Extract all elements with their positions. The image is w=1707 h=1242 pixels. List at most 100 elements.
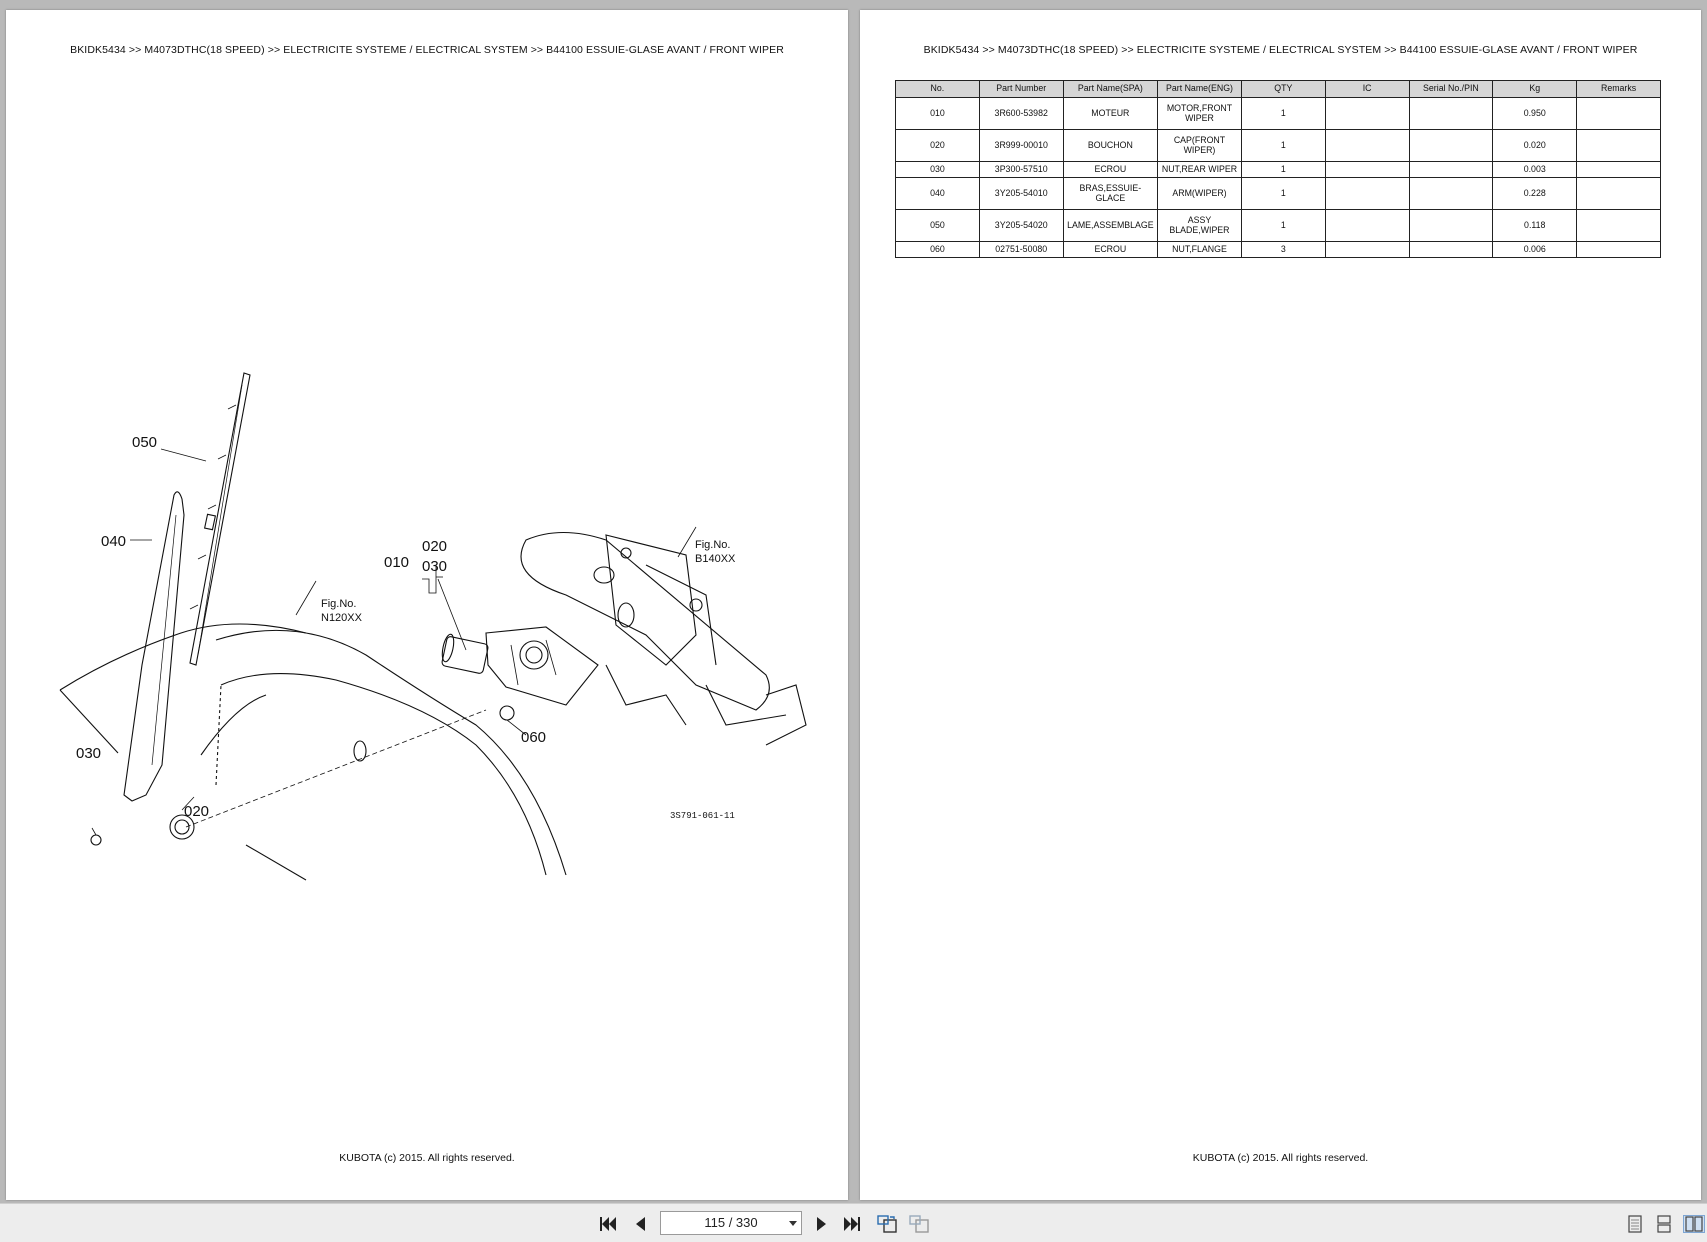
- callout-030-upper: 030: [422, 558, 447, 575]
- right-page: BKIDK5434 >> M4073DTHC(18 SPEED) >> ELEC…: [860, 10, 1701, 1200]
- header-part-name-spa: Part Name(SPA): [1062, 80, 1159, 98]
- cell-remarks: [1576, 161, 1661, 178]
- header-qty: QTY: [1240, 80, 1326, 98]
- callout-010: 010: [384, 554, 409, 571]
- header-remarks: Remarks: [1576, 80, 1661, 98]
- left-page-breadcrumb: BKIDK5434 >> M4073DTHC(18 SPEED) >> ELEC…: [70, 44, 784, 56]
- parts-table-header-row: No. Part Number Part Name(SPA) Part Name…: [895, 80, 1661, 98]
- fig-ref-b140-line2: B140XX: [695, 553, 736, 565]
- cell-part-name-eng: MOTOR,FRONT WIPER: [1157, 97, 1242, 130]
- cell-qty: 1: [1240, 97, 1326, 130]
- cell-part-number: 3R999-00010: [978, 129, 1064, 162]
- chevron-down-icon[interactable]: [789, 1221, 797, 1226]
- cell-qty: 3: [1240, 241, 1326, 258]
- cell-ic: [1324, 209, 1410, 242]
- left-page: BKIDK5434 >> M4073DTHC(18 SPEED) >> ELEC…: [6, 10, 848, 1200]
- wiper-motor-body: [441, 636, 489, 674]
- cell-part-number: 3Y205-54010: [978, 177, 1064, 210]
- cell-ic: [1324, 161, 1410, 178]
- cell-part-name-spa: BRAS,ESSUIE-GLACE: [1062, 177, 1159, 210]
- cell-part-name-spa: LAME,ASSEMBLAGE: [1062, 209, 1159, 242]
- cell-no: 020: [895, 129, 980, 162]
- diagram-svg: 050 040 010 020 030 060 030 020 Fig.No. …: [59, 372, 807, 881]
- callout-040: 040: [101, 533, 126, 550]
- cell-part-number: 3R600-53982: [978, 97, 1064, 130]
- cell-no: 010: [895, 97, 980, 130]
- cell-part-name-spa: MOTEUR: [1062, 97, 1159, 130]
- header-kg: Kg: [1492, 80, 1578, 98]
- previous-page-icon[interactable]: [630, 1215, 650, 1233]
- right-page-footer: KUBOTA (c) 2015. All rights reserved.: [1192, 1152, 1369, 1164]
- cell-kg: 0.118: [1492, 209, 1578, 242]
- left-page-footer: KUBOTA (c) 2015. All rights reserved.: [339, 1152, 515, 1164]
- callout-020-upper: 020: [422, 538, 447, 555]
- table-row: 030 3P300-57510 ECROU NUT,REAR WIPER 1 0…: [895, 161, 1661, 178]
- cell-kg: 0.006: [1492, 241, 1578, 258]
- cell-part-name-eng: NUT,REAR WIPER: [1157, 161, 1242, 178]
- cell-kg: 0.003: [1492, 161, 1578, 178]
- wiper-motor-bracket: [485, 626, 599, 706]
- cell-part-name-eng: ASSY BLADE,WIPER: [1157, 209, 1242, 242]
- cell-part-name-spa: ECROU: [1062, 161, 1159, 178]
- continuous-view-icon[interactable]: [1654, 1215, 1674, 1233]
- callout-030-lower: 030: [76, 745, 101, 762]
- cell-remarks: [1576, 209, 1661, 242]
- cell-remarks: [1576, 129, 1661, 162]
- single-page-view-icon[interactable]: [1625, 1215, 1645, 1233]
- first-page-icon[interactable]: [598, 1215, 618, 1233]
- cell-ic: [1324, 177, 1410, 210]
- cell-qty: 1: [1240, 129, 1326, 162]
- cell-remarks: [1576, 241, 1661, 258]
- cell-qty: 1: [1240, 161, 1326, 178]
- cell-remarks: [1576, 97, 1661, 130]
- next-page-icon[interactable]: [812, 1215, 832, 1233]
- header-part-number: Part Number: [978, 80, 1064, 98]
- viewer-toolbar: 115 / 330: [0, 1203, 1707, 1242]
- right-page-breadcrumb: BKIDK5434 >> M4073DTHC(18 SPEED) >> ELEC…: [923, 44, 1638, 56]
- cell-kg: 0.228: [1492, 177, 1578, 210]
- parts-table: No. Part Number Part Name(SPA) Part Name…: [895, 80, 1661, 258]
- cell-serial: [1408, 177, 1494, 210]
- cell-part-name-eng: NUT,FLANGE: [1157, 241, 1242, 258]
- table-row: 040 3Y205-54010 BRAS,ESSUIE-GLACE ARM(WI…: [895, 177, 1661, 210]
- header-part-name-eng: Part Name(ENG): [1157, 80, 1242, 98]
- last-page-icon[interactable]: [842, 1215, 862, 1233]
- cell-part-name-eng: CAP(FRONT WIPER): [1157, 129, 1242, 162]
- wiper-exploded-diagram: 050 040 010 020 030 060 030 020 Fig.No. …: [6, 365, 848, 885]
- cell-qty: 1: [1240, 209, 1326, 242]
- cell-serial: [1408, 161, 1494, 178]
- fig-ref-n120-line1: Fig.No.: [321, 598, 356, 610]
- header-ic: IC: [1324, 80, 1410, 98]
- cell-part-number: 3Y205-54020: [978, 209, 1064, 242]
- cell-kg: 0.950: [1492, 97, 1578, 130]
- cell-no: 030: [895, 161, 980, 178]
- wiper-shaft-hole: [353, 740, 367, 762]
- cell-no: 060: [895, 241, 980, 258]
- cell-qty: 1: [1240, 177, 1326, 210]
- header-no: No.: [895, 80, 980, 98]
- wiper-arm: [123, 491, 185, 802]
- cell-kg: 0.020: [1492, 129, 1578, 162]
- cell-serial: [1408, 97, 1494, 130]
- cell-serial: [1408, 209, 1494, 242]
- cell-part-number: 02751-50080: [978, 241, 1064, 258]
- cell-ic: [1324, 129, 1410, 162]
- callout-050: 050: [132, 434, 157, 451]
- compare-view-icon[interactable]: [908, 1215, 930, 1233]
- wiper-blade: [189, 372, 251, 666]
- cell-ic: [1324, 97, 1410, 130]
- cell-serial: [1408, 129, 1494, 162]
- cell-part-name-eng: ARM(WIPER): [1157, 177, 1242, 210]
- windshield-outline: [215, 629, 567, 876]
- flange-nut: [499, 705, 515, 721]
- header-serial: Serial No./PIN: [1408, 80, 1494, 98]
- page-number-field[interactable]: 115 / 330: [660, 1211, 802, 1235]
- two-page-view-icon[interactable]: [1683, 1215, 1705, 1233]
- cab-outline-left: [59, 623, 307, 691]
- cell-part-name-spa: BOUCHON: [1062, 129, 1159, 162]
- shaft-cap: [169, 814, 195, 840]
- cell-ic: [1324, 241, 1410, 258]
- cell-serial: [1408, 241, 1494, 258]
- support-frame: [520, 531, 770, 711]
- rotate-view-icon[interactable]: [876, 1215, 898, 1233]
